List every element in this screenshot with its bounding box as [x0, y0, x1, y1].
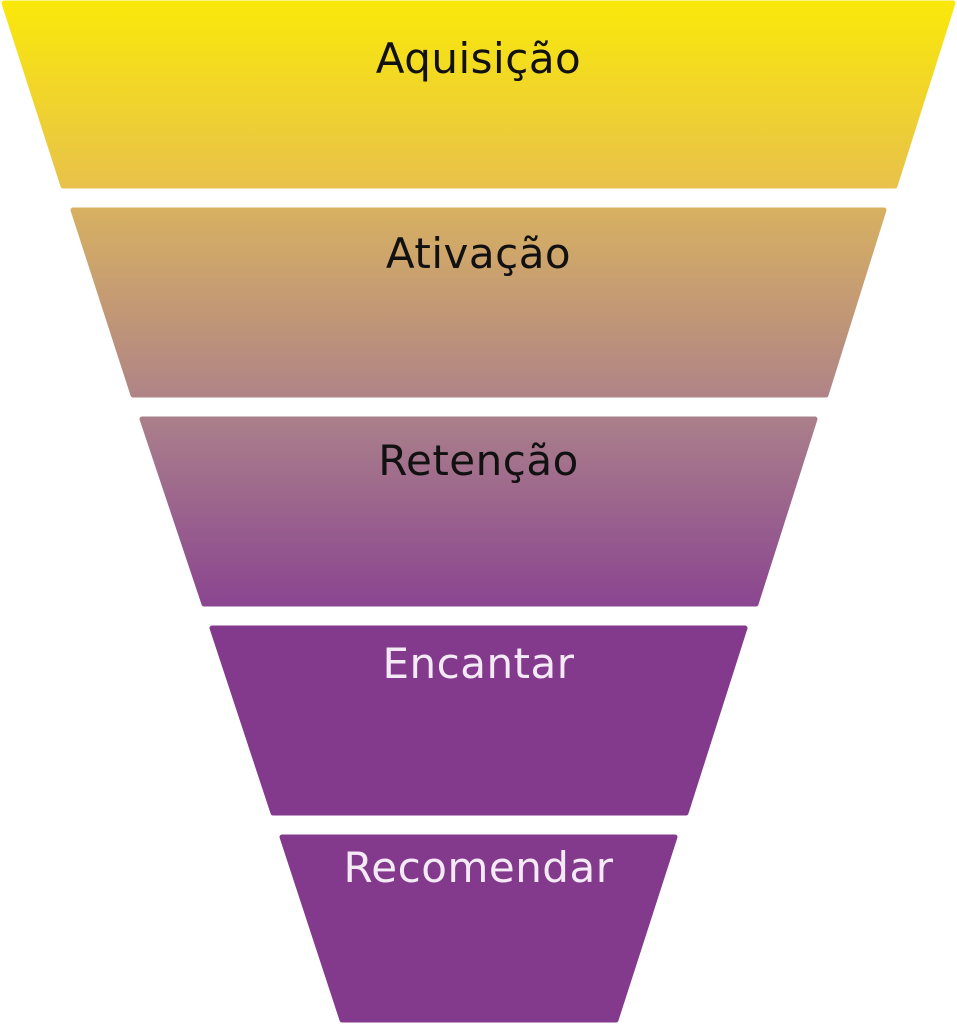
funnel-stage-recomendar [279, 834, 678, 1023]
stage-label-aquisicao: Aquisição [375, 34, 582, 83]
stage-label-ativacao: Ativação [385, 229, 572, 278]
stage-label-retencao: Retenção [378, 436, 579, 485]
stage-label-encantar: Encantar [382, 639, 575, 688]
funnel-stage-encantar [209, 625, 748, 816]
stage-label-recomendar: Recomendar [343, 843, 614, 892]
funnel-stage-ativacao [70, 207, 887, 398]
funnel-stage-retencao [139, 416, 818, 607]
funnel-stage-aquisicao [1, 0, 956, 189]
